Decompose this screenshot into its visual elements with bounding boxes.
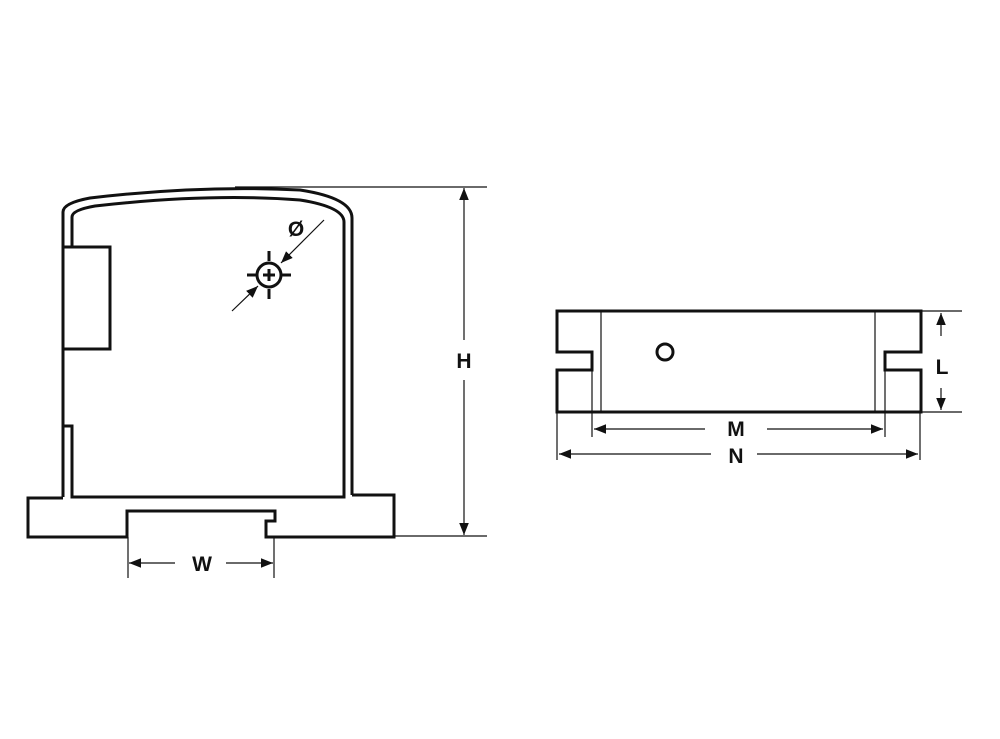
side-block [61,245,112,351]
width-label: W [192,553,212,576]
length-label: L [936,356,949,379]
height-label: H [456,350,471,373]
diameter-label: Ø [288,218,304,241]
mount-hole [247,251,291,299]
diameter-leader-top [280,219,325,264]
overall-label: N [728,445,743,468]
diameter-leader-bottom [231,285,259,312]
base [26,493,396,539]
side-body-outline [555,309,923,414]
inner-shell [63,196,346,499]
mount-spacing-label: M [727,418,745,441]
outer-shell [61,187,354,497]
side-hole [655,342,675,362]
front-view: Ø H W [26,186,487,578]
side-view: L M N [555,309,962,468]
